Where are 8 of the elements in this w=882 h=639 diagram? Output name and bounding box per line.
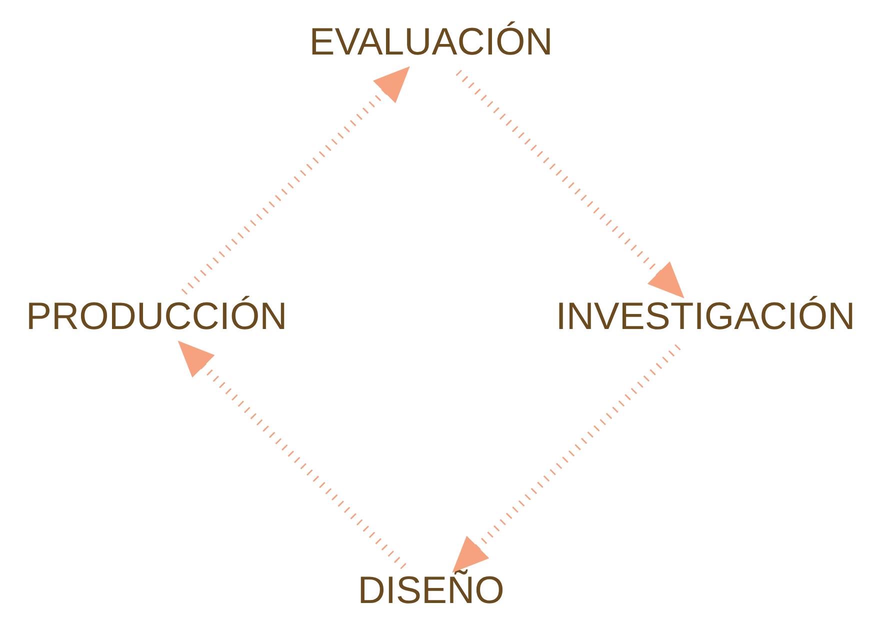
node-text: DISEÑO	[358, 569, 504, 612]
arrow	[452, 344, 681, 573]
node-text: INVESTIGACIÓN	[556, 294, 856, 338]
arrow	[181, 66, 410, 295]
node-text: PRODUCCIÓN	[26, 294, 288, 338]
arrow	[456, 70, 684, 298]
arrow	[178, 340, 406, 570]
node-text: EVALUACIÓN	[309, 20, 553, 64]
